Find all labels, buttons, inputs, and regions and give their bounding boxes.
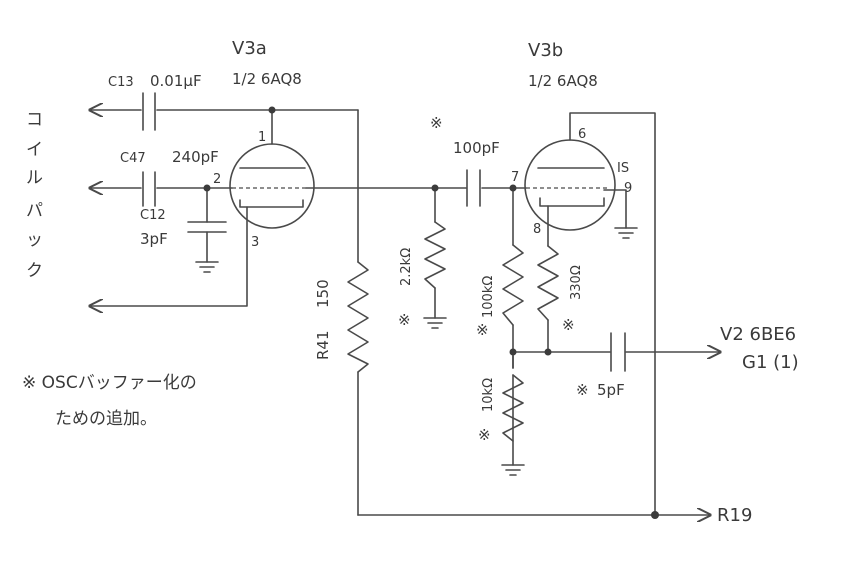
coil-pack-char-1: コ <box>26 110 43 130</box>
tube-v3b-type: 1/2 6AQ8 <box>528 72 598 90</box>
tube-v3b-pin-grid: 7 <box>511 170 519 185</box>
tube-v3a-cathode <box>239 199 304 208</box>
r2k2-mark: ※ <box>398 311 411 329</box>
resistor-2k2: 2.2kΩ ※ <box>398 221 446 329</box>
capacitor-100pf: ※ 100pF <box>430 114 500 207</box>
resistor-330: 330Ω ※ <box>537 245 584 334</box>
c5pf-mark: ※ <box>576 381 589 399</box>
tube-v3b-pin-cathode: 8 <box>533 222 541 237</box>
r330-mark: ※ <box>562 316 575 334</box>
tube-v3a-pin-grid: 2 <box>213 172 221 187</box>
r2k2-value: 2.2kΩ <box>399 248 414 286</box>
tube-v3b-pin-plate: 6 <box>578 127 586 142</box>
ground-symbols <box>195 227 638 476</box>
ground-10k <box>501 464 525 476</box>
tube-v3a-pin-plate: 1 <box>258 130 266 145</box>
tube-v3b-pin-shield: IS <box>617 161 629 176</box>
r330-value: 330Ω <box>569 265 584 300</box>
ground-c12 <box>195 261 219 273</box>
note-line2: ための追加。 <box>55 409 157 429</box>
tube-v3a-type: 1/2 6AQ8 <box>232 70 302 88</box>
tube-v3b-name: V3b <box>528 40 563 61</box>
capacitor-c12: C12 3pF <box>140 208 227 248</box>
coil-pack-char-4: パ <box>26 201 43 221</box>
c13-ref: C13 <box>108 75 134 90</box>
c12-ref: C12 <box>140 208 166 223</box>
resistor-100k: 100kΩ ※ <box>476 244 524 339</box>
resistor-10k: 10kΩ ※ <box>478 374 524 444</box>
wiring <box>90 110 720 515</box>
junction-dots <box>203 106 659 519</box>
output-line1: V2 6BE6 <box>720 324 796 345</box>
r41-value: 150 <box>314 279 332 308</box>
c12-value: 3pF <box>140 230 168 248</box>
coil-pack-char-6: ク <box>26 261 43 281</box>
tube-v3a-envelope <box>229 143 315 229</box>
resistor-r41: R41 150 <box>314 261 369 373</box>
note-line1: ※ OSCバッファー化の <box>22 373 197 393</box>
tube-v3a: V3a 1/2 6AQ8 1 2 3 <box>213 38 315 250</box>
tube-v3a-pin-cathode: 3 <box>251 235 259 250</box>
capacitor-5pf: ※ 5pF <box>576 332 626 399</box>
r100k-mark: ※ <box>476 321 489 339</box>
coil-pack-label: コ イ ル パ ッ ク <box>26 110 43 281</box>
tube-v3b-pin-heater: 9 <box>624 181 632 196</box>
ground-2k2 <box>423 317 447 329</box>
r10k-mark: ※ <box>478 426 491 444</box>
capacitor-c13: C13 0.01μF <box>108 72 202 131</box>
output-line2: G1 (1) <box>742 352 799 373</box>
coil-pack-char-2: イ <box>26 140 43 160</box>
tube-v3a-name: V3a <box>232 38 267 59</box>
coil-pack-char-5: ッ <box>26 230 43 250</box>
return-label: R19 <box>717 505 752 526</box>
r41-ref: R41 <box>314 330 332 360</box>
r100k-value: 100kΩ <box>481 276 496 318</box>
capacitor-c47: C47 240pF <box>120 148 219 207</box>
r10k-value: 10kΩ <box>481 378 496 412</box>
c5pf-value: 5pF <box>597 381 625 399</box>
ground-shield <box>614 227 638 239</box>
c13-value: 0.01μF <box>150 72 202 90</box>
tube-v3b-envelope <box>524 139 616 231</box>
coil-pack-char-3: ル <box>26 168 43 188</box>
c100pf-mark: ※ <box>430 114 443 132</box>
c47-ref: C47 <box>120 151 146 166</box>
tube-v3b-cathode <box>539 197 605 207</box>
c47-value: 240pF <box>172 148 219 166</box>
c100pf-value: 100pF <box>453 139 500 157</box>
tube-v3b: V3b 1/2 6AQ8 6 7 8 IS 9 <box>511 40 632 237</box>
